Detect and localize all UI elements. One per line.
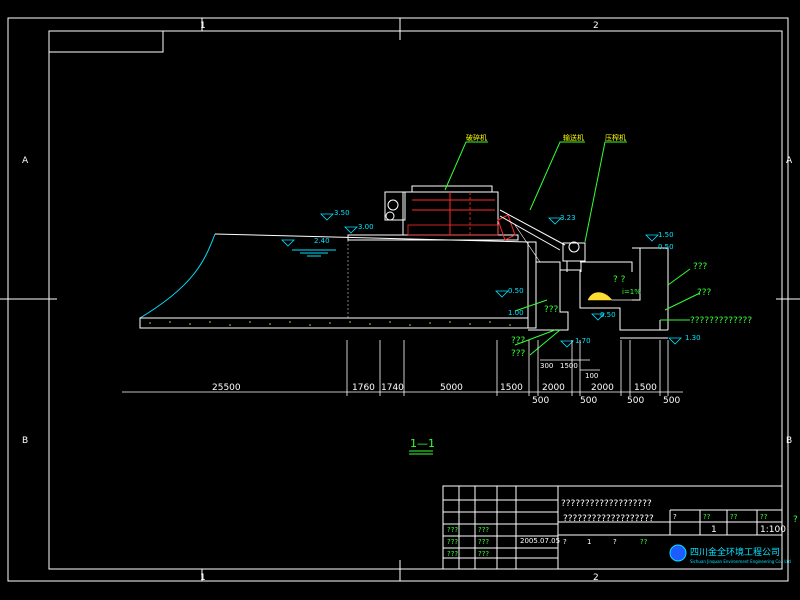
floor-hatch: [149, 321, 511, 326]
title-r4: 1: [587, 538, 591, 546]
title-q4: ??: [640, 538, 648, 546]
dim-500-d: 500: [663, 396, 680, 406]
note-q-b: ???: [693, 262, 708, 272]
note-slope: i=1%: [622, 288, 641, 296]
grid-row-a-right: A: [786, 156, 793, 166]
elev-0-50-c: 0.50: [600, 311, 616, 319]
elev-0-50-a: 0.50: [658, 243, 674, 251]
main-machine: [384, 185, 516, 241]
title-date: 2005.07.05: [520, 537, 560, 545]
pond-right-wall: [527, 241, 537, 329]
dim-2000-a: 2000: [542, 383, 565, 393]
pond-section: [139, 233, 537, 329]
machine-platform: [347, 234, 519, 320]
note-q-d: ???: [544, 305, 559, 315]
grid-col1-bottom: 1: [200, 573, 206, 583]
title-q3: ??: [760, 513, 768, 521]
title-r1: ?: [673, 513, 677, 521]
grid-row-a-left: A: [22, 156, 29, 166]
title-left-row-2: ???: [478, 526, 489, 534]
sheet-frame: [0, 17, 800, 582]
title-q1: ??: [703, 513, 711, 521]
title-block: [442, 485, 783, 570]
elev-1-70: 1.70: [575, 337, 591, 345]
company-name-en: Sichuan Jinquan Environment Engineering …: [690, 559, 791, 564]
title-side-q: ?: [793, 515, 798, 525]
title-drawing-line: ???????????????????: [563, 514, 654, 524]
leader-lines: [444, 141, 701, 356]
dim-5000: 5000: [440, 383, 463, 393]
title-scale: 1:100: [760, 525, 786, 535]
note-dim-300: 300: [540, 362, 553, 370]
elev-1-30: 1.30: [685, 334, 701, 342]
elevation-symbols: [281, 213, 682, 348]
grid-col2-top: 2: [593, 21, 599, 31]
title-left-row-4: ???: [478, 538, 489, 546]
title-r3: ?: [563, 538, 567, 546]
grid-col1-top: 1: [200, 21, 206, 31]
elev-1-00: 1.00: [508, 309, 524, 317]
water-top-line: [214, 233, 529, 243]
grid-row-b-right: B: [786, 436, 792, 446]
dim-25500: 25500: [212, 383, 241, 393]
label-press: 压榨机: [605, 133, 626, 142]
label-conveyor: 输送机: [563, 133, 584, 142]
sump-structure: [528, 247, 669, 339]
dim-500-b: 500: [580, 396, 597, 406]
dim-1500-a: 1500: [500, 383, 523, 393]
grid-row-b-left: B: [22, 436, 28, 446]
dimension-lines: [122, 340, 683, 396]
title-r2: 1: [711, 525, 717, 535]
title-r5: ?: [613, 538, 617, 546]
dim-1760: 1760: [352, 383, 375, 393]
company-logo: [669, 544, 687, 562]
elev-3-23: 3.23: [560, 214, 576, 222]
pond-floor-slab: [139, 317, 529, 329]
note-q-e: ???: [511, 336, 526, 346]
note-q-f: ???: [511, 349, 526, 359]
note-dim-100: 100: [585, 372, 598, 380]
company-name-cn: 四川金全环境工程公司: [690, 546, 780, 558]
section-label: 1—1: [410, 437, 435, 450]
pond-bank-curve: [139, 233, 216, 319]
dim-2000-b: 2000: [591, 383, 614, 393]
grid-col2-bottom: 2: [593, 573, 599, 583]
note-q-c: ???: [697, 288, 712, 298]
title-project-line: ???????????????????: [561, 499, 652, 509]
dim-1500-b: 1500: [634, 383, 657, 393]
elev-2-40: 2.40: [314, 237, 330, 245]
press-unit: [562, 241, 586, 272]
note-qq: ? ?: [613, 275, 626, 285]
note-q-long: ?????????????: [690, 316, 752, 326]
title-left-row-1: ???: [447, 526, 458, 534]
dim-500-c: 500: [627, 396, 644, 406]
conveyor: [499, 209, 566, 263]
water-level-symbol: [292, 249, 336, 257]
elev-1-50: 1.50: [658, 231, 674, 239]
title-left-row-3: ???: [447, 538, 458, 546]
note-dim-1500: 1500: [560, 362, 578, 370]
elev-0-50-b: 0.50: [508, 287, 524, 295]
dim-500-a: 500: [532, 396, 549, 406]
label-machine: 破碎机: [466, 133, 487, 142]
elev-3-50: 3.50: [334, 209, 350, 217]
sand-pile: [587, 292, 613, 301]
title-left-row-5: ???: [447, 550, 458, 558]
title-q2: ??: [730, 513, 738, 521]
elev-3-00: 3.00: [358, 223, 374, 231]
title-left-row-6: ???: [478, 550, 489, 558]
dim-1740: 1740: [381, 383, 404, 393]
